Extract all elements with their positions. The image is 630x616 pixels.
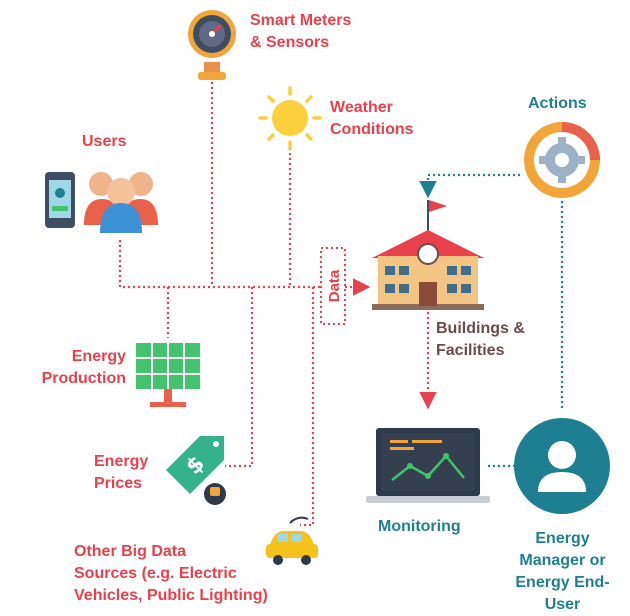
laptop-chart-icon <box>366 428 490 503</box>
other-sources-label: Other Big Data Sources (e.g. Electric Ve… <box>74 543 268 604</box>
smart-meter-icon <box>188 10 236 80</box>
energy-prices-label: Energy Prices <box>94 453 149 492</box>
buildings-label: Buildings & Facilities <box>436 320 525 359</box>
school-building-icon <box>372 200 484 310</box>
solar-panel-icon <box>136 343 200 407</box>
phone-icon <box>45 172 75 228</box>
price-tag-icon: $ <box>166 436 226 505</box>
data-flow-lines <box>118 82 437 527</box>
energy-manager-label: Energy Manager or Energy End- User <box>515 530 610 613</box>
gear-icon <box>524 122 600 198</box>
feedback-lines <box>419 173 564 468</box>
energy-production-label: Energy Production <box>41 348 126 387</box>
users-icon <box>84 172 158 233</box>
data-label: Data <box>326 269 343 302</box>
actions-label: Actions <box>528 95 587 112</box>
smart-meters-label: Smart Meters & Sensors <box>250 12 352 51</box>
user-avatar-icon <box>514 418 610 514</box>
weather-label: Weather Conditions <box>330 99 414 138</box>
electric-car-icon <box>266 516 318 565</box>
users-label: Users <box>82 133 127 150</box>
monitoring-label: Monitoring <box>378 518 461 535</box>
data-box <box>320 247 346 325</box>
sun-icon <box>258 86 322 150</box>
